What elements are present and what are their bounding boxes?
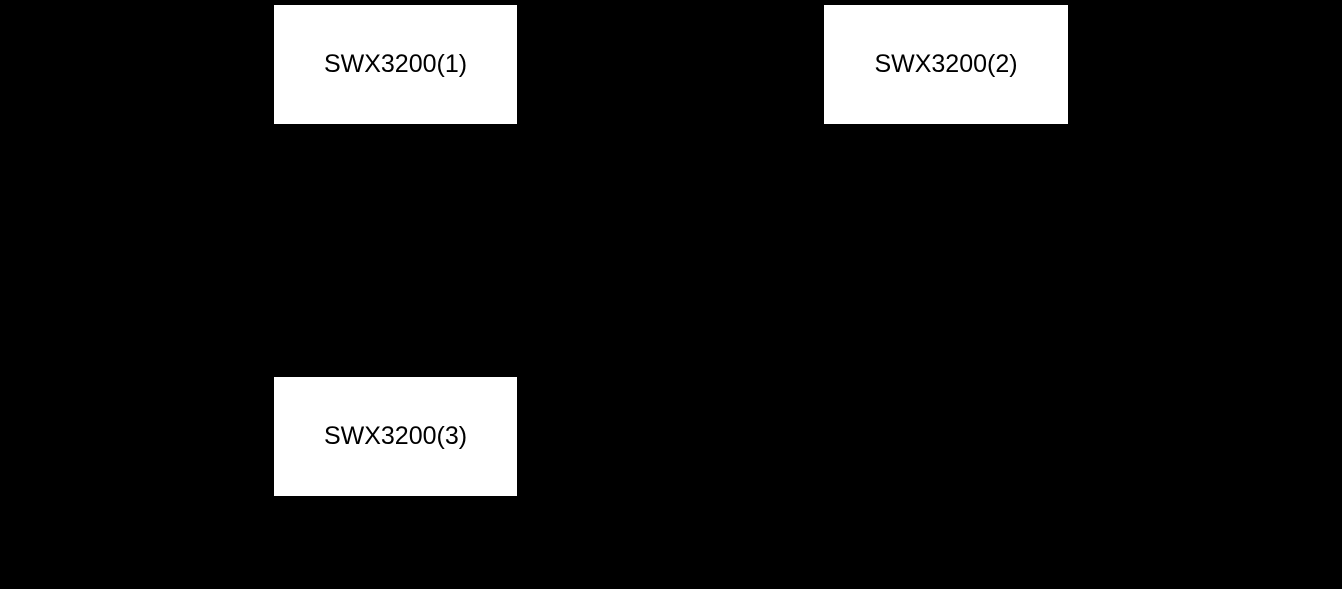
- switch-node-swx3200-2: SWX3200(2): [824, 5, 1068, 124]
- switch-node-label: SWX3200(1): [323, 50, 468, 78]
- switch-node-swx3200-1: SWX3200(1): [274, 5, 517, 124]
- switch-node-swx3200-3: SWX3200(3): [274, 377, 517, 496]
- switch-node-label: SWX3200(3): [323, 422, 468, 450]
- switch-node-label: SWX3200(2): [874, 50, 1018, 78]
